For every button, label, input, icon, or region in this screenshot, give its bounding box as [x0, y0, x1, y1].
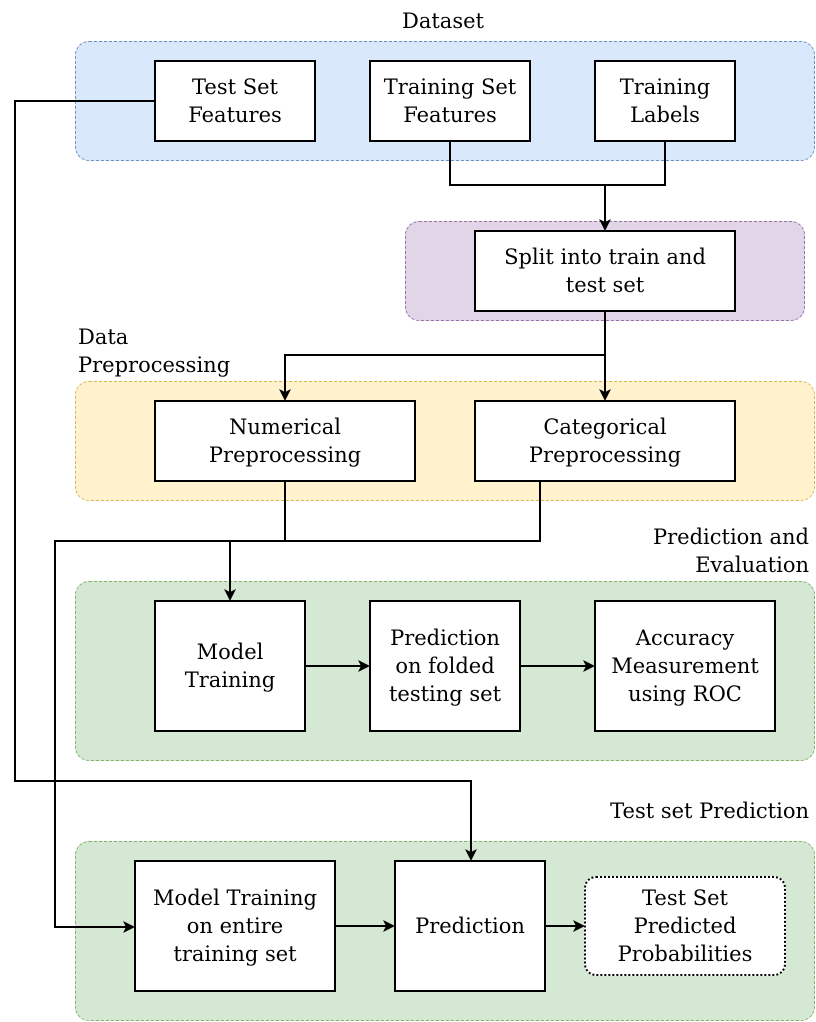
model-training-node: Model Training — [154, 600, 306, 732]
test-set-features-node: Test Set Features — [154, 60, 316, 142]
prediction-node: Prediction — [394, 860, 546, 992]
edge-training-labels-to-split — [599, 141, 666, 231]
edge-split-to-numerical — [279, 311, 606, 401]
evaluation-group-label: Prediction and Evaluation — [652, 525, 809, 577]
edge-training-features-to-split — [449, 141, 605, 186]
categorical-preprocessing-node: Categorical Preprocessing — [474, 400, 736, 482]
model-training-full-node: Model Training on entire training set — [134, 860, 336, 992]
predicted-probabilities-node: Test Set Predicted Probabilities — [584, 876, 786, 976]
preprocessing-group-label: Data Preprocessing — [78, 325, 231, 377]
dataset-group-label: Dataset — [402, 9, 484, 33]
numerical-preprocessing-node: Numerical Preprocessing — [154, 400, 416, 482]
training-labels-node: Training Labels — [594, 60, 736, 142]
training-set-features-node: Training Set Features — [369, 60, 531, 142]
edge-categorical-to-model-training — [54, 481, 541, 933]
test-prediction-group-label: Test set Prediction — [610, 799, 809, 823]
split-node: Split into train and test set — [474, 230, 736, 312]
edge-test-features-to-prediction — [14, 100, 477, 861]
prediction-folded-node: Prediction on folded testing set — [369, 600, 521, 732]
accuracy-measurement-node: Accuracy Measurement using ROC — [594, 600, 776, 732]
